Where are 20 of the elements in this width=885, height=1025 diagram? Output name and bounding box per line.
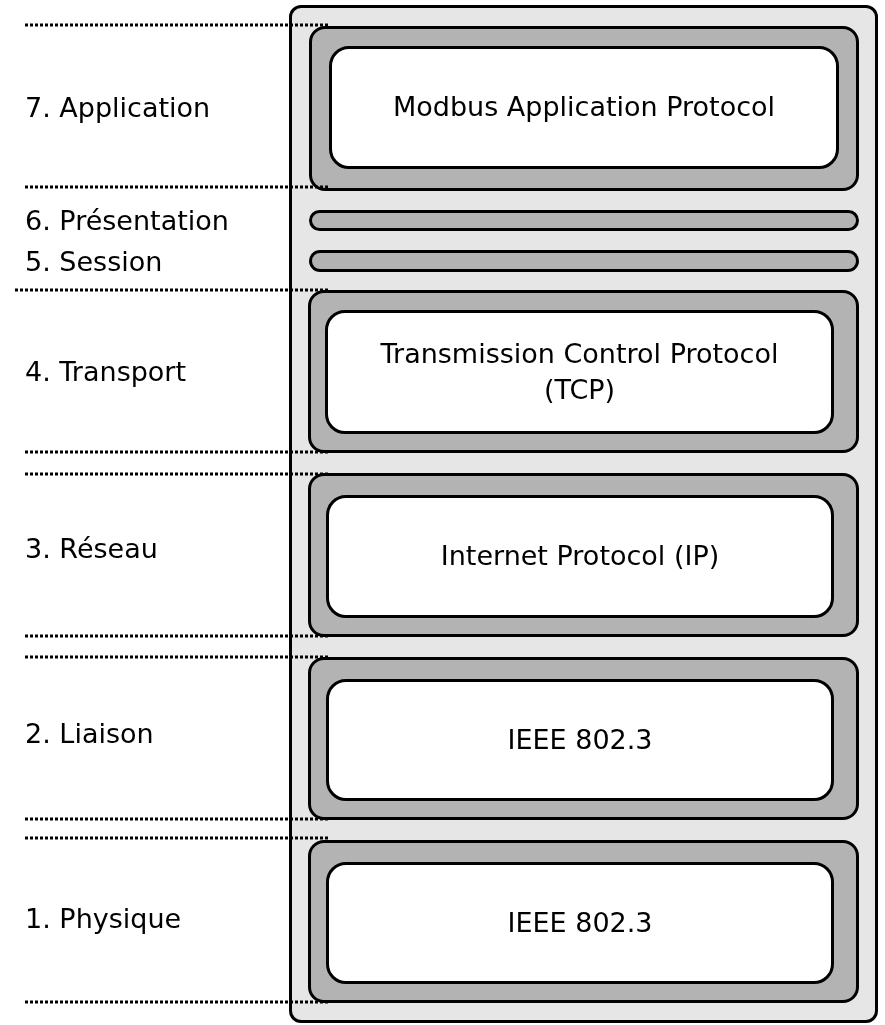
layer-band (308, 473, 859, 637)
layer-label: 5. Session (25, 245, 163, 277)
layer-label: 3. Réseau (25, 532, 158, 564)
layer-label: 6. Présentation (25, 204, 229, 236)
layer-label: 7. Application (25, 91, 211, 123)
layer-band (309, 26, 859, 191)
layer-band (308, 840, 859, 1003)
protocol-box: Modbus Application Protocol (329, 46, 839, 169)
layer-bar (309, 210, 859, 231)
protocol-box: Transmission Control Protocol (TCP) (325, 310, 834, 434)
layer-label: 4. Transport (25, 355, 187, 387)
stack-panel (289, 5, 878, 1023)
protocol-box: Internet Protocol (IP) (326, 495, 834, 618)
layer-label: 1. Physique (25, 902, 182, 934)
protocol-box: IEEE 802.3 (326, 679, 834, 801)
layer-bar (309, 250, 859, 272)
layer-label: 2. Liaison (25, 717, 154, 749)
layer-band (308, 290, 859, 453)
protocol-box: IEEE 802.3 (326, 862, 834, 984)
layer-band (308, 657, 859, 820)
